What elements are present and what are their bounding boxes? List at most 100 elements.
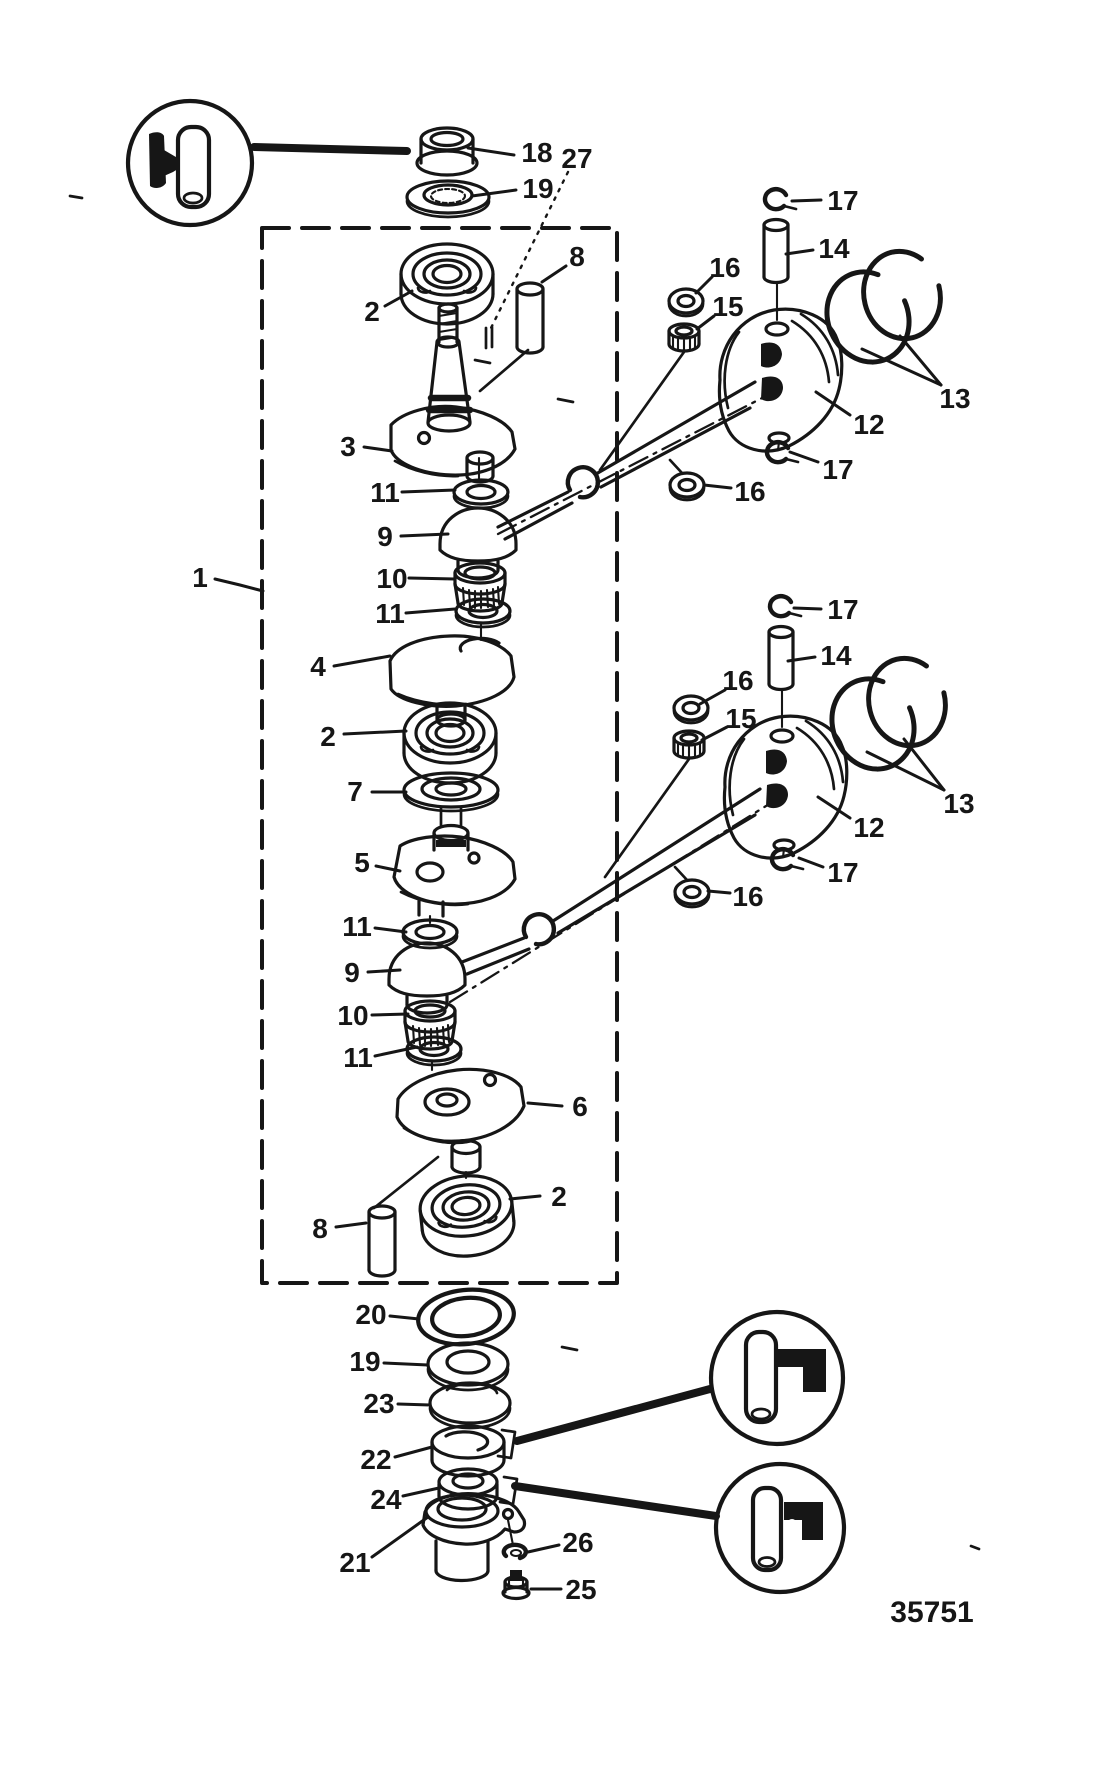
leader-line-2-36-0 [508,1194,542,1201]
leader-line-17-11-0 [788,450,820,464]
part-label-6-35: 6 [572,1091,588,1122]
part-label-16-25: 16 [722,665,753,696]
leader-line-21-43-0 [370,1515,430,1559]
part-label-12-9: 12 [853,409,884,440]
leader-line-20-38-0 [388,1314,421,1321]
leader-line-13-28-1 [865,750,946,792]
inset-circle-seal-lower [713,1461,847,1595]
part-label-13-10: 13 [939,383,970,414]
leader-line-11-34-0 [373,1045,419,1058]
main-bearing-bottom [415,1169,519,1263]
leader-line-17-23-0 [792,606,823,611]
leader-line-3-13-0 [362,445,394,453]
inset-circle-pin-tool [125,98,411,228]
leader-line-1-18-0 [213,577,265,593]
leader-line-16-12-0 [702,483,733,490]
part-label-27-2: 27 [561,143,592,174]
part-label-8-37: 8 [312,1213,328,1244]
leader-line-9-15-0 [399,532,450,538]
part-label-2-36: 2 [551,1181,567,1212]
leader-line-22-41-0 [393,1445,434,1459]
leader-line-18-0-0 [466,146,516,157]
part-label-7-21: 7 [347,776,363,807]
dowel-pin-top [515,281,545,355]
part-label-17-23: 17 [827,594,858,625]
part-label-11-34: 11 [343,1042,373,1073]
leader-line-16-25-0 [698,688,727,706]
leader-line-10-16-0 [407,576,457,581]
part-label-22-41: 22 [360,1444,391,1475]
part-label-20-38: 20 [355,1299,386,1330]
leader-line-8-37-0 [334,1221,368,1229]
scan-mark-0 [68,194,84,200]
leader-line-15-8-0 [695,314,716,331]
leader-line-14-24-0 [786,655,817,663]
scan-marks [68,194,981,1551]
part-label-25-45: 25 [565,1574,596,1605]
leader-line-8-3-0 [540,264,568,284]
figure-number: 35751 [890,1596,973,1629]
leader-line-5-22-0 [374,864,402,873]
part-label-14-6: 14 [818,233,850,264]
leader-line-2-4-0 [383,289,414,308]
part-label-5-22: 5 [354,847,370,878]
leader-line-16-7-0 [694,275,714,295]
part-label-10-16: 10 [376,563,407,594]
part-label-8-3: 8 [569,241,585,272]
part-label-17-29: 17 [827,857,858,888]
leader-line-11-17-0 [404,607,457,615]
leader-line-11-31-0 [373,926,408,934]
part-label-13-28: 13 [943,788,974,819]
leader-line-27-2-0 [488,170,570,332]
part-label-1-18: 1 [192,562,208,593]
scan-mark-2 [556,397,575,404]
scan-mark-3 [560,1345,579,1352]
part-label-16-30: 16 [732,881,763,912]
leader-line-23-40-0 [396,1402,432,1407]
leader-line-12-9-0 [814,390,852,417]
leader-line-4-19-0 [332,654,392,668]
part-label-19-39: 19 [349,1346,380,1377]
part-label-4-19: 4 [310,651,326,682]
part-label-17-11: 17 [822,454,853,485]
dashed-boundary-box [260,226,619,1285]
leader-line-11-14-0 [400,488,457,494]
part-label-10-33: 10 [337,1000,368,1031]
scan-mark-1 [473,358,492,365]
part-label-21-43: 21 [339,1547,370,1578]
part-label-17-5: 17 [827,185,858,216]
part-label-9-32: 9 [344,957,360,988]
connecting-rod-1 [496,380,768,541]
leader-line-19-39-0 [382,1361,430,1367]
part-label-15-26: 15 [725,703,756,734]
part-label-9-15: 9 [377,521,393,552]
dowel-pin-bottom [367,1204,397,1278]
part-label-11-14: 11 [370,477,400,508]
leader-line-24-42-0 [401,1486,441,1498]
part-label-19-1: 19 [522,173,553,204]
leader-line-13-10-0 [898,334,943,387]
upper-cap-and-washer [405,126,491,219]
inset-circle-seal-upper [708,1309,846,1447]
part-label-14-24: 14 [820,640,852,671]
leader-line-17-29-0 [797,856,825,869]
part-label-15-8: 15 [712,291,743,322]
part-label-12-27: 12 [853,812,884,843]
leader-line-12-27-0 [816,795,852,820]
leader-line-17-5-0 [790,198,823,203]
part-label-16-7: 16 [709,252,740,283]
leader-line-19-1-0 [470,188,518,198]
part-label-16-12: 16 [734,476,765,507]
part-label-11-31: 11 [342,911,372,942]
part-label-2-20: 2 [320,721,336,752]
part-label-18-0: 18 [521,137,552,168]
leader-line-9-32-0 [366,968,402,974]
crankshaft-assembly [367,242,545,1278]
leader-line-13-10-1 [860,347,943,387]
leader-line-15-26-0 [700,725,729,742]
leader-line-13-28-0 [902,737,946,792]
leader-line-14-6-0 [784,248,815,256]
part-label-3-13: 3 [340,431,356,462]
